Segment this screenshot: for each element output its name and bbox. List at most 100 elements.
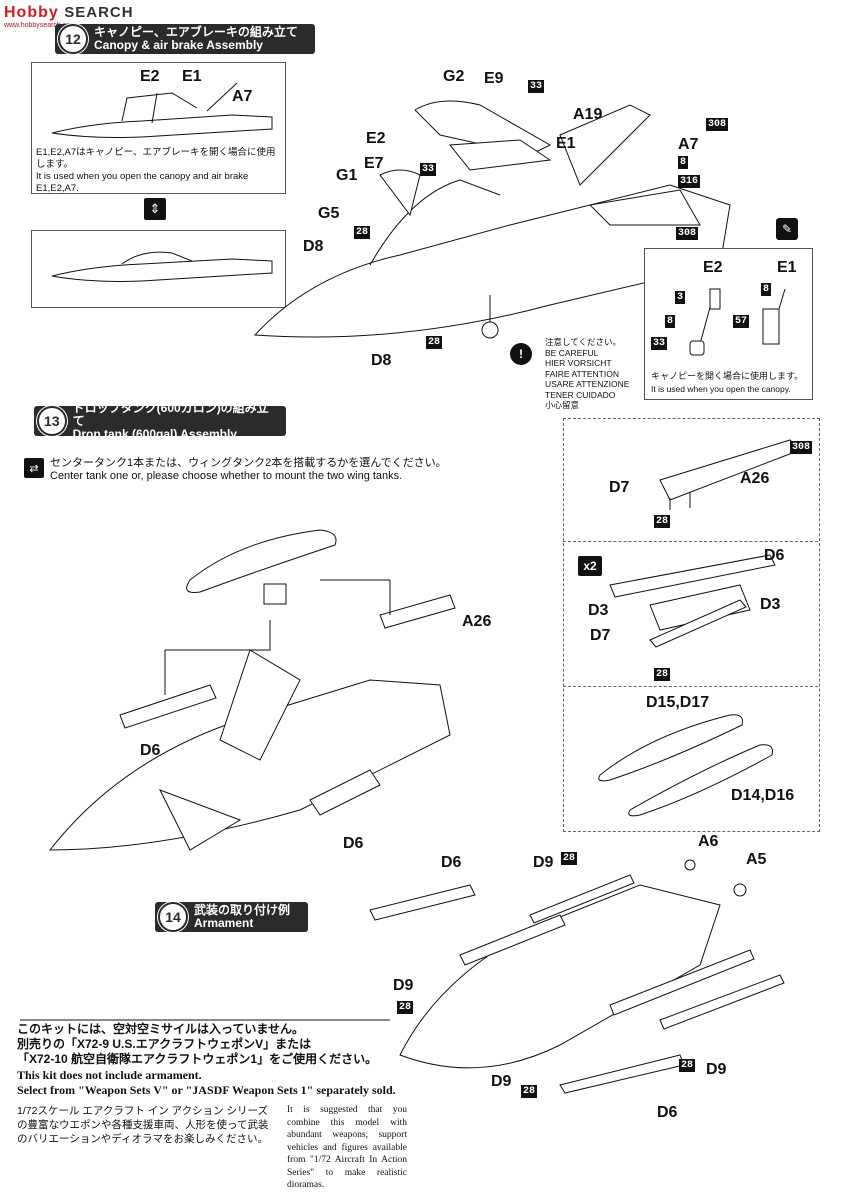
- armament-note-en: This kit does not include armament. Sele…: [17, 1068, 396, 1097]
- part-3: 3: [675, 291, 686, 304]
- label-d9-c: D9: [706, 1061, 727, 1078]
- part-28-b: 28: [426, 336, 443, 349]
- label-e2: E2: [140, 68, 160, 85]
- label-e2-main: E2: [366, 130, 386, 147]
- step13-title-jp: ドロップタンク(600ガロン)の組み立て: [72, 400, 269, 428]
- part-28-g: 28: [679, 1059, 696, 1072]
- step12-main-drawing: [253, 100, 731, 339]
- detail-note-en: It is used when you open the canopy.: [651, 384, 791, 394]
- drop-tank-drawing: [598, 714, 773, 817]
- label-d15-d17: D15,D17: [646, 694, 710, 711]
- part-308-c: 308: [790, 441, 813, 454]
- part-28-d: 28: [654, 668, 671, 681]
- part-28-e: 28: [561, 852, 578, 865]
- detail-note-jp: キャノピーを開く場合に使用します。: [651, 371, 804, 381]
- label-g1: G1: [336, 167, 358, 184]
- step12-number: 12: [58, 24, 88, 54]
- step12-title-jp: キャノピー、エアブレーキの組み立て: [94, 25, 298, 39]
- closed-canopy-drawing: [51, 251, 273, 282]
- label-d7-b: D7: [590, 627, 611, 644]
- canopy-detail-drawing: [689, 288, 786, 356]
- label-a7: A7: [232, 88, 253, 105]
- tank-options-box: [563, 418, 820, 832]
- label-a26: A26: [462, 613, 492, 630]
- label-g5: G5: [318, 205, 340, 222]
- label-d9-a: D9: [533, 854, 554, 871]
- step12-title-en: Canopy & air brake Assembly: [94, 38, 263, 52]
- choice-en: Center tank one or, please choose whethe…: [50, 470, 403, 482]
- part-33-a: 33: [528, 80, 545, 93]
- part-28-a: 28: [354, 226, 371, 239]
- part-57: 57: [733, 315, 750, 328]
- step13-main-drawing: [48, 529, 456, 851]
- detail-hand-icon: ✎: [776, 218, 798, 240]
- part-28-c: 28: [654, 515, 671, 528]
- armament-note-jp: このキットには、空対空ミサイルは入っていません。 別売りの「X72-9 U.S.…: [17, 1022, 378, 1066]
- closed-canopy-box: [31, 230, 286, 308]
- open-note-jp: E1,E2,A7はキャノピー、エアブレーキを開く場合に使用します。: [36, 147, 276, 170]
- label-g2: G2: [443, 68, 465, 85]
- label-d8-b: D8: [371, 352, 392, 369]
- part-28-h: 28: [521, 1085, 538, 1098]
- label-d7-a: D7: [609, 479, 630, 496]
- label-d6-box: D6: [764, 547, 785, 564]
- divider-2: [563, 686, 818, 687]
- step14-title-jp: 武装の取り付け例: [194, 903, 291, 917]
- leader-line: [20, 1019, 390, 1021]
- label-d3-b: D3: [760, 596, 781, 613]
- step13-header: 13 ドロップタンク(600ガロン)の組み立て Drop tank (600ga…: [34, 401, 286, 440]
- x2-badge: x2: [578, 556, 602, 576]
- step12-header: 12 キャノピー、エアブレーキの組み立て Canopy & air brake …: [55, 24, 315, 54]
- step14-number: 14: [158, 902, 188, 932]
- part-33-c: 33: [651, 337, 668, 350]
- label-d9-b: D9: [393, 977, 414, 994]
- open-note-en: It is used when you open the canopy and …: [36, 171, 249, 194]
- open-canopy-box: E2 E1 A7 E1,E2,A7はキャノピー、エアブレーキを開く場合に使用しま…: [31, 62, 286, 194]
- label-e7: E7: [364, 155, 384, 172]
- choice-icon: ⇄: [24, 458, 44, 478]
- series-note-jp: 1/72スケール エアクラフト イン アクション シリーズの豊富なウエポンや各種…: [17, 1105, 269, 1145]
- step13-number: 13: [37, 406, 67, 436]
- wing-pylon-drawing: [609, 554, 776, 648]
- divider-1: [563, 541, 818, 542]
- caution-icon: !: [510, 343, 532, 365]
- part-33-b: 33: [420, 163, 437, 176]
- open-canopy-drawing: [51, 82, 273, 138]
- label-e2-detail: E2: [703, 259, 723, 276]
- part-308-b: 308: [676, 227, 699, 240]
- site-logo: Hobby SEARCH: [4, 4, 134, 21]
- part-316: 316: [678, 175, 701, 188]
- label-a19: A19: [573, 106, 603, 123]
- label-d6-b: D6: [343, 835, 364, 852]
- part-8-b: 8: [761, 283, 772, 296]
- caution-text: 注意してください。 BE CAREFUL HIER VORSICHT FAIRE…: [545, 337, 630, 410]
- label-a26-box: A26: [740, 470, 770, 487]
- label-d9-d: D9: [491, 1073, 512, 1090]
- updown-arrow-icon: ⇕: [144, 198, 166, 220]
- canopy-detail-box: E2 E1 3 8 8 57 33 キャノピーを開く場合に使用します。 It i…: [644, 248, 813, 400]
- site-url: www.hobbysearch.com: [4, 22, 76, 29]
- part-308-a: 308: [706, 118, 729, 131]
- label-e1: E1: [182, 68, 202, 85]
- center-pylon-drawing: [659, 439, 801, 510]
- label-a5: A5: [746, 851, 767, 868]
- label-a6: A6: [698, 833, 719, 850]
- label-e1-detail: E1: [777, 259, 797, 276]
- label-d8-a: D8: [303, 238, 324, 255]
- step14-header: 14 武装の取り付け例 Armament: [155, 902, 308, 932]
- label-d3-a: D3: [588, 602, 609, 619]
- part-28-f: 28: [397, 1001, 414, 1014]
- label-d6-arm-b: D6: [657, 1104, 678, 1121]
- step13-title-en: Drop tank (600gal) Assembly: [72, 426, 237, 441]
- label-d6-a: D6: [140, 742, 161, 759]
- part-8-a: 8: [678, 156, 689, 169]
- step14-title-en: Armament: [194, 916, 254, 930]
- label-a7-main: A7: [678, 136, 699, 153]
- part-8-c: 8: [665, 315, 676, 328]
- step14-main-drawing: [369, 859, 785, 1094]
- label-e1-main: E1: [556, 135, 576, 152]
- series-note-en: It is suggested that you combine this mo…: [287, 1105, 407, 1190]
- choice-jp: センタータンク1本または、ウィングタンク2本を搭載するかを選んでください。: [50, 457, 447, 469]
- label-d6-arm-a: D6: [441, 854, 462, 871]
- label-e9: E9: [484, 70, 504, 87]
